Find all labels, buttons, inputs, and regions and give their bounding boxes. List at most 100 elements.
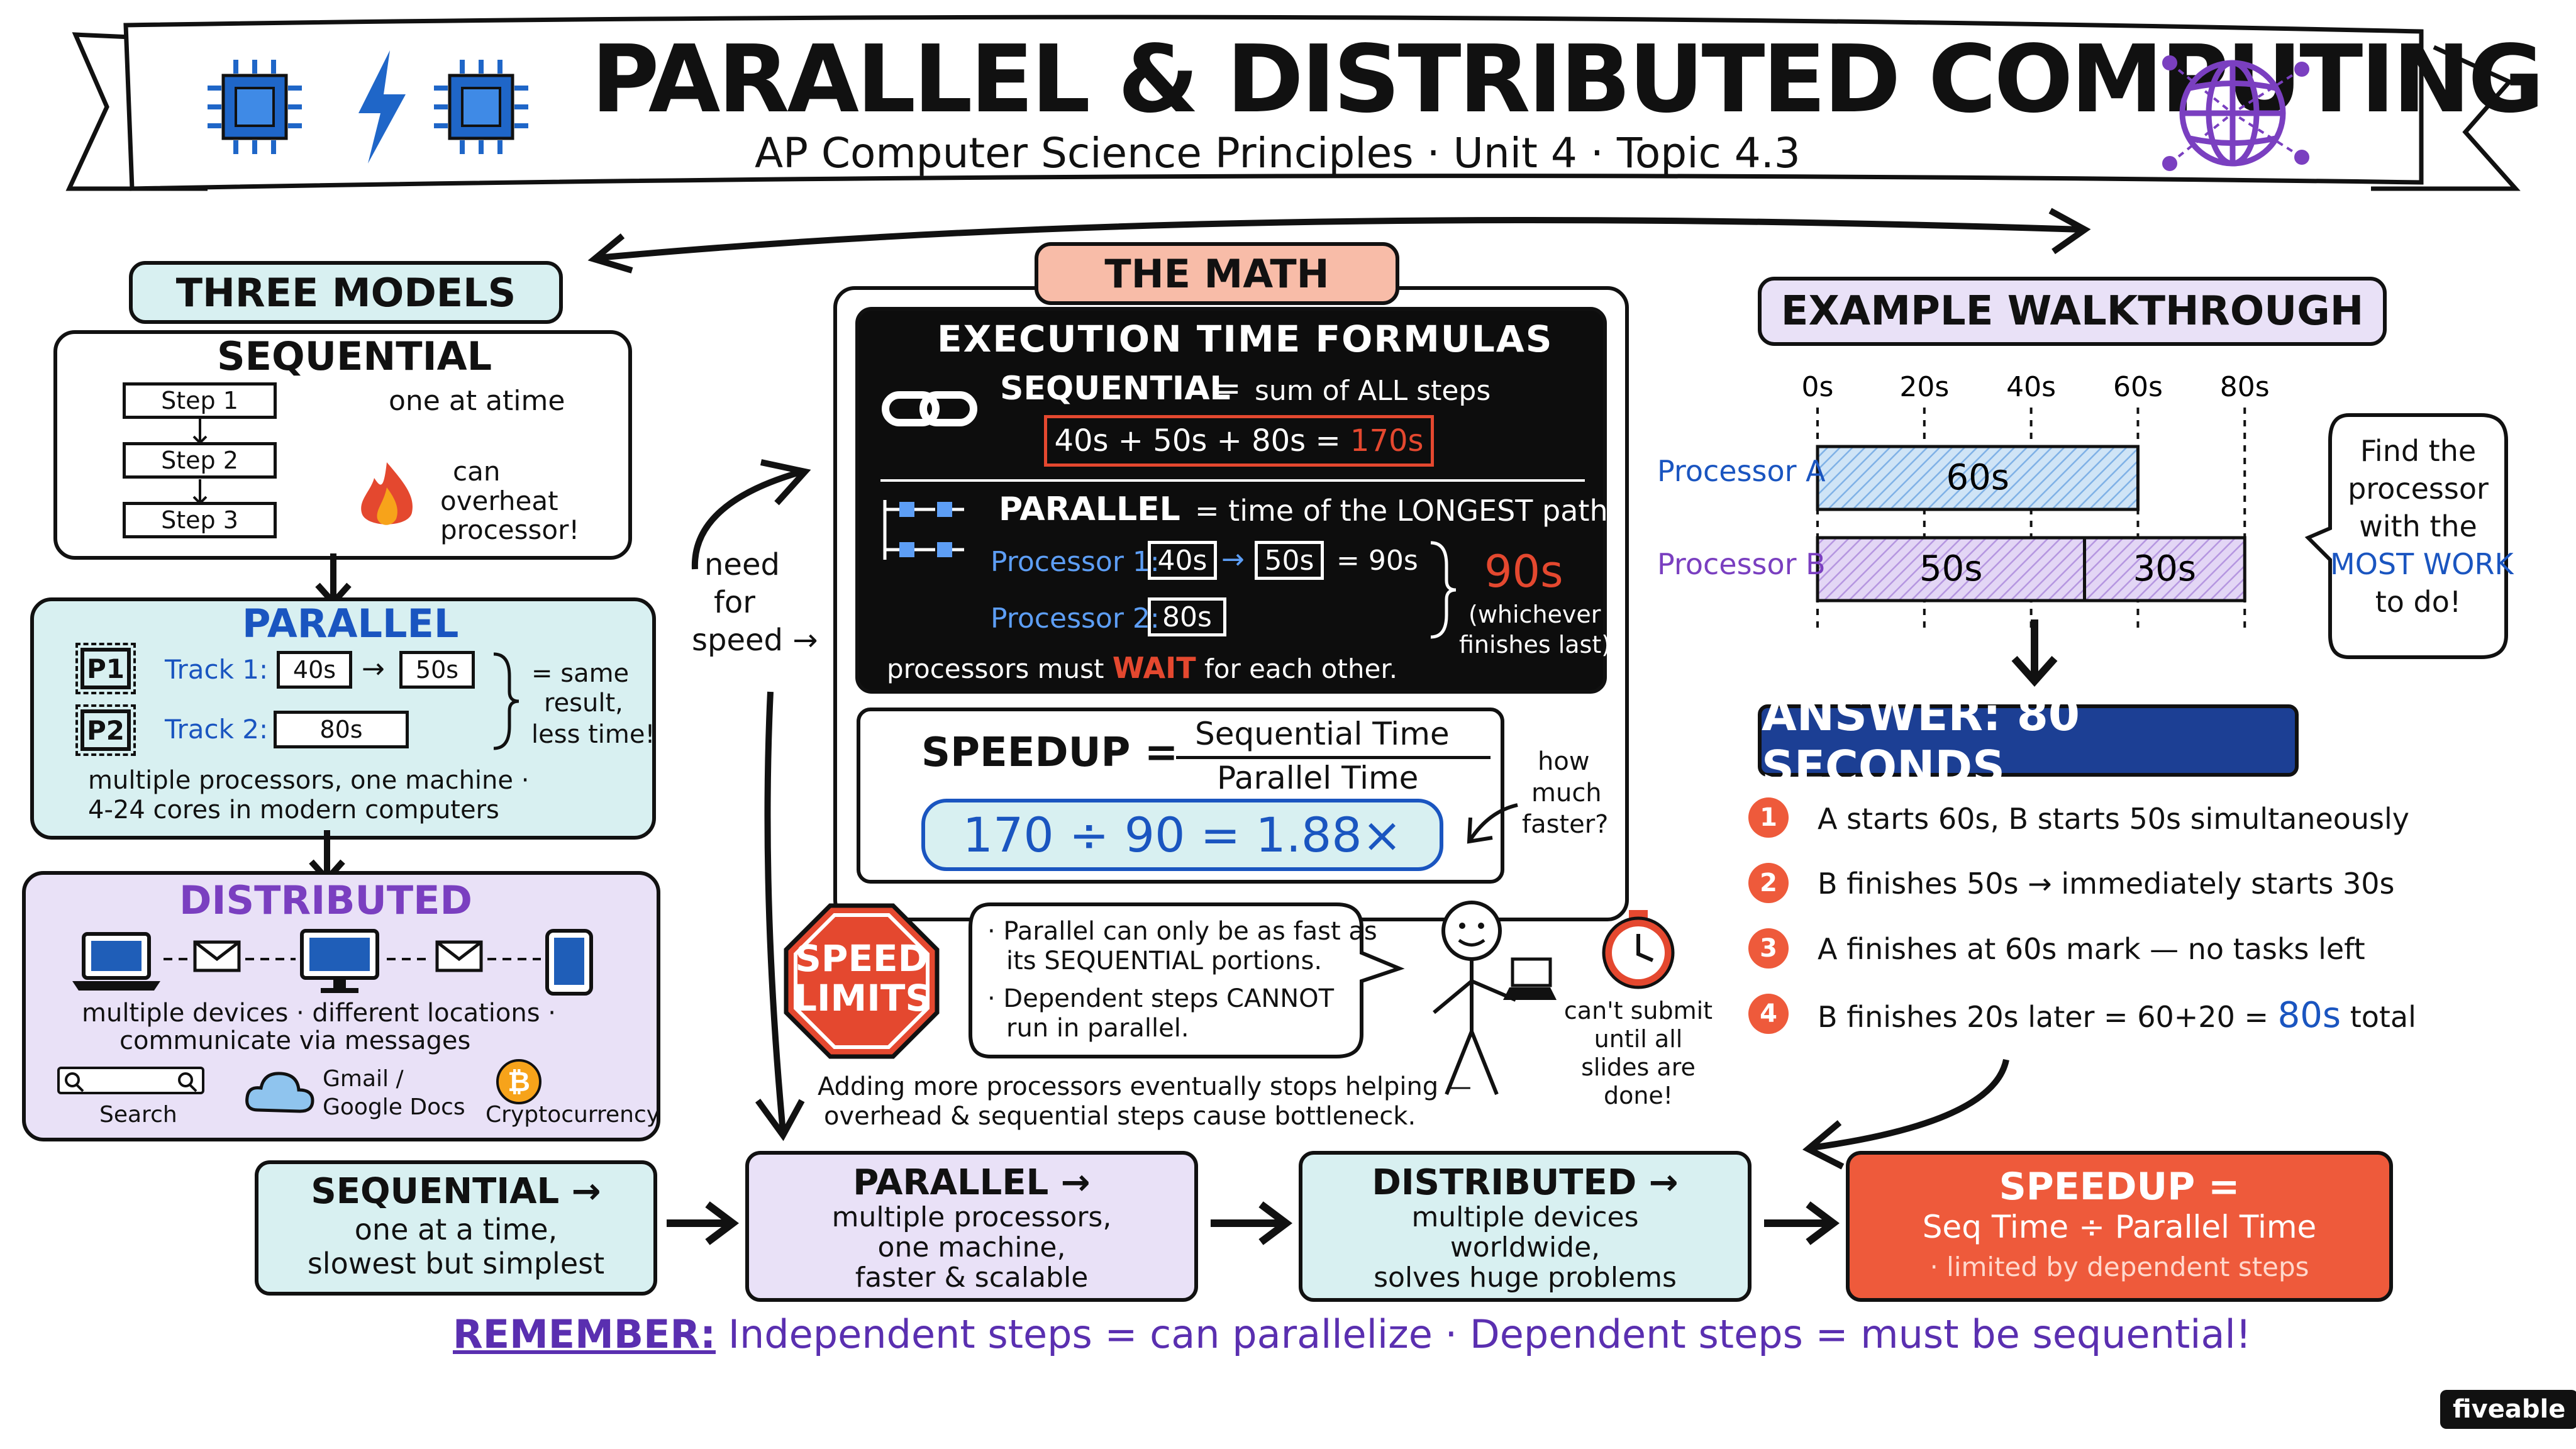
envelope-icon [435,940,483,972]
parallel-desc-1: multiple processors, one machine · [88,766,530,795]
sequential-title: SEQUENTIAL [217,333,492,379]
walk-step-4-post: total [2350,1000,2416,1034]
par-result: 90s [1484,546,1563,597]
tick-label: 20s [1899,371,1949,403]
seq-result: 170s [1350,423,1424,458]
proc-a-label: Processor A [1657,454,1826,488]
svg-text:₿: ₿ [508,1066,530,1098]
par-label: PARALLEL [999,491,1180,528]
cloud-icon [245,1072,314,1113]
formulas-panel [855,307,1607,694]
flow-speed-l2: · limited by dependent steps [1929,1252,2309,1282]
monitor-icon [300,929,379,993]
math-title: THE MATH [1035,242,1399,305]
speedup-calc-box: 170 ÷ 90 = 1.88× [921,799,1443,871]
how-faster-2: much [1531,779,1602,808]
walk-step-4-pre: B finishes 20s later = 60+20 = [1818,1000,2268,1034]
clock-note-3: slides are [1581,1053,1696,1081]
seq-calc-box: 40s + 50s + 80s = 170s [1044,415,1434,467]
proc-1-b: 50s [1255,541,1324,580]
brace [493,652,519,750]
flow-dist-title: DISTRIBUTED → [1372,1162,1679,1203]
proc-arrow: → [1221,543,1245,575]
fire-icon [361,462,413,525]
wait-post: for each other. [1204,653,1398,684]
flow-dist-l1: multiple devices [1411,1201,1639,1233]
walk-step-2: B finishes 50s → immediately starts 30s [1818,867,2395,901]
limit-bullet-1b: its SEQUENTIAL portions. [1006,947,1323,975]
bubble-line-4: MOST WORK [2330,547,2514,581]
parallel-path-icon [883,500,964,560]
bubble-outline [2304,413,2508,659]
remember-text: Independent steps = can parallelize · De… [728,1311,2251,1357]
flow-par-title: PARALLEL → [853,1162,1091,1203]
tick-label: 80s [2220,371,2270,403]
formula-divider [880,479,1585,482]
laptop-icon [72,932,160,991]
walk-step-4-hi: 80s [2277,995,2341,1036]
flow-distributed [1299,1151,1752,1302]
three-models-title: THREE MODELS [129,261,563,324]
need-speed-2: for [714,585,755,620]
curved-arrows [691,459,811,1141]
lightning-icon [358,50,406,164]
stop-sign-2: LIMITS [794,977,932,1019]
example-gmail-2: Google Docs [323,1094,465,1120]
step-number-1: 1 [1748,797,1789,838]
par-note-1: (whichever [1468,601,1601,628]
flow-seq-l1: one at a time, [354,1213,558,1246]
flow-par-l2: one machine, [877,1231,1066,1263]
flow-dist-l3: solves huge problems [1374,1262,1677,1294]
overheat-note-3: processor! [440,514,580,545]
search-bar-icon [57,1067,204,1094]
bubble-line-1: Find the [2360,434,2477,468]
limits-footer-1: Adding more processors eventually stops … [818,1072,1472,1101]
wait-word: WAIT [1112,651,1196,685]
overheat-note-2: overheat [440,486,558,516]
chain-link-icon [882,391,977,426]
one-at-a-time-note: one at atime [389,385,565,417]
limit-bullet-1a: · Parallel can only be as fast as [987,917,1377,946]
seq-calc: 40s + 50s + 80s = [1054,423,1341,458]
clock-icon [1602,910,1675,989]
fraction-bar [1176,756,1491,759]
parallel-title: PARALLEL [242,601,459,647]
walk-step-4: B finishes 20s later = 60+20 = 80s total [1818,995,2416,1036]
track-arrow: → [362,653,385,685]
track-1-label: Track 1: [165,654,269,685]
bubble-line-2: processor [2348,472,2489,506]
flow-dist-l2: worldwide, [1450,1231,1601,1263]
track-2-label: Track 2: [165,714,269,745]
proc-1-a: 40s [1148,541,1217,580]
step-number-4: 4 [1748,994,1789,1034]
proc-2-label: Processor 2: [991,602,1160,635]
walk-step-1: A starts 60s, B starts 50s simultaneousl… [1818,802,2410,836]
flow-speedup [1846,1151,2393,1302]
double-arrow [587,208,2091,274]
pointer-arrow [1467,803,1518,844]
header-banner [65,14,2521,191]
bar-label-b2: 30s [2133,548,2196,589]
clock-note-2: until all [1594,1025,1683,1053]
bubble-line-3: with the [2359,509,2477,543]
par-note-2: finishes last) [1459,631,1611,658]
step-arrows [192,419,208,505]
brace-note-1: = same [531,659,630,688]
speedup-den: Parallel Time [1217,760,1419,796]
example-gmail-1: Gmail / [323,1066,404,1092]
step-1: Step 1 [123,382,277,419]
speech-bubble [969,902,1405,1058]
flow-speed-l1: Seq Time ÷ Parallel Time [1922,1209,2317,1245]
proc-1-label: Processor 1: [991,546,1160,578]
p2-chip-icon: P2 [75,704,136,756]
remember-label: REMEMBER: [453,1311,716,1357]
limit-bullet-2b: run in parallel. [1006,1014,1189,1043]
track-1-a: 40s [277,651,352,689]
how-faster-1: how [1538,747,1590,776]
brace-note-2: result, [544,689,623,718]
seq-label: SEQUENTIAL [1000,370,1231,408]
seq-def: sum of ALL steps [1255,375,1491,407]
tick-label: 60s [2113,371,2163,403]
example-crypto: Cryptocurrency [486,1102,660,1128]
